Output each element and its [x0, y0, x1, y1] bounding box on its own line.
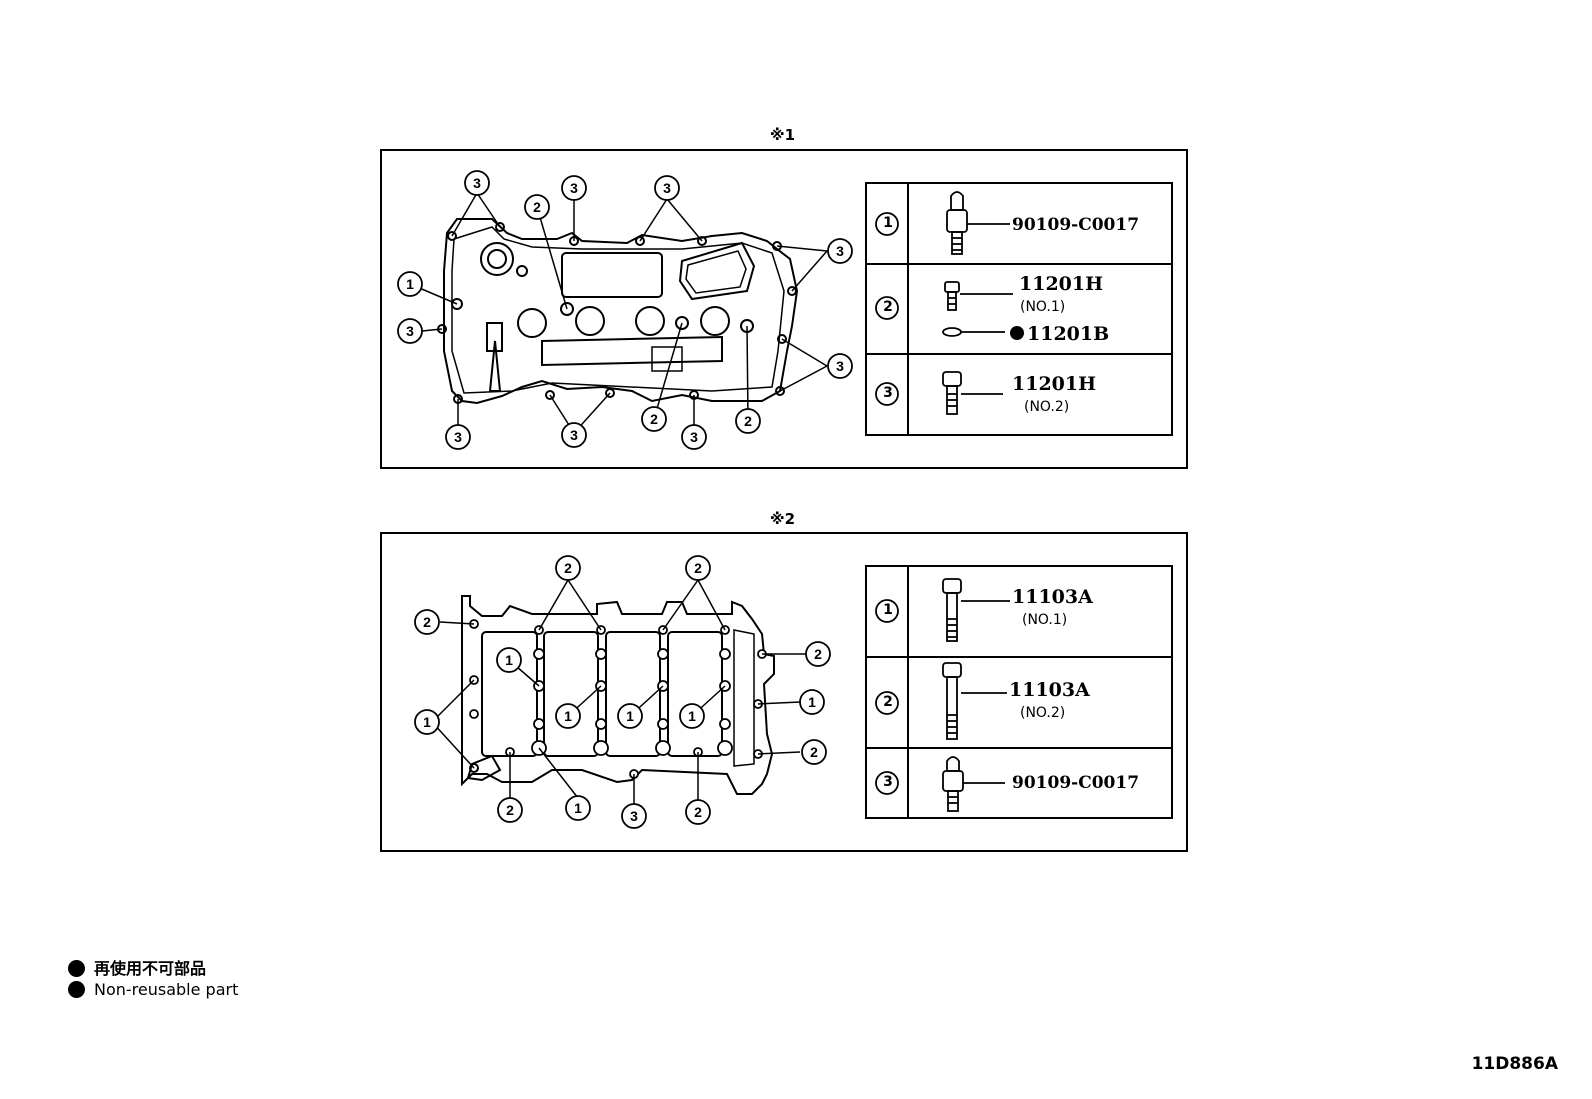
svg-text:1: 1	[406, 276, 414, 292]
svg-text:1: 1	[574, 800, 582, 816]
svg-text:3: 3	[570, 427, 578, 443]
svg-text:3: 3	[836, 358, 844, 374]
svg-text:2: 2	[814, 646, 822, 662]
svg-text:2: 2	[423, 614, 431, 630]
diagram-2-panel: 2 2 2 2 1 1 1 1 1 1 2 2 1 3 2	[380, 532, 1188, 852]
svg-text:1: 1	[423, 714, 431, 730]
svg-text:3: 3	[630, 808, 638, 824]
table1-row2-sub: (NO.1)	[1020, 299, 1066, 315]
table1-row3-num: 3	[883, 385, 893, 401]
parts-table-1	[865, 182, 1173, 436]
table1-row2-num: 2	[883, 299, 893, 315]
cylinder-head-gasket-drawing: 3 3 3 2 3 1 3 3 2 2 3 3 3	[397, 170, 853, 450]
table2-row2-num: 2	[883, 694, 893, 710]
diagram-2-marker: ※2	[770, 510, 796, 528]
svg-text:2: 2	[650, 411, 658, 427]
svg-text:3: 3	[570, 180, 578, 196]
table2-row3-num: 3	[883, 774, 893, 790]
svg-text:3: 3	[663, 180, 671, 196]
svg-text:2: 2	[694, 560, 702, 576]
legend-english: Non-reusable part	[68, 980, 238, 999]
svg-text:2: 2	[506, 802, 514, 818]
non-reusable-dot-icon	[68, 981, 85, 998]
legend-japanese-text: 再使用不可部品	[94, 959, 207, 978]
svg-text:2: 2	[810, 744, 818, 760]
table2-row2-sub: (NO.2)	[1020, 705, 1066, 721]
svg-text:1: 1	[626, 708, 634, 724]
table1-row1-num: 1	[883, 215, 893, 231]
svg-text:2: 2	[533, 199, 541, 215]
svg-text:3: 3	[454, 429, 462, 445]
svg-text:2: 2	[744, 413, 752, 429]
svg-text:2: 2	[694, 804, 702, 820]
table2-row3-part: 90109-C0017	[1012, 773, 1140, 793]
table2-row1-part: 11103A	[1012, 586, 1093, 608]
svg-text:3: 3	[690, 429, 698, 445]
table2-row2-part: 11103A	[1009, 679, 1090, 701]
svg-text:3: 3	[406, 323, 414, 339]
table1-row3-sub: (NO.2)	[1024, 399, 1070, 415]
table2-row1-sub: (NO.1)	[1022, 612, 1068, 628]
svg-text:1: 1	[688, 708, 696, 724]
table2-row1-num: 1	[883, 602, 893, 618]
table1-row2-part: 11201H	[1019, 273, 1104, 295]
diagram-1-panel: 3 3 3 2 3 1 3 3 2 2 3 3 3	[380, 149, 1188, 469]
table1-row3-part: 11201H	[1012, 373, 1097, 395]
table1-row1-part: 90109-C0017	[1012, 215, 1140, 235]
svg-text:1: 1	[505, 652, 513, 668]
table1-row2-extra: 11201B	[1027, 323, 1110, 345]
svg-text:2: 2	[564, 560, 572, 576]
svg-text:3: 3	[473, 175, 481, 191]
non-reusable-dot-icon	[68, 960, 85, 977]
diagram-1-marker: ※1	[770, 126, 796, 144]
legend-japanese: 再使用不可部品	[68, 955, 206, 979]
svg-text:1: 1	[808, 694, 816, 710]
svg-text:1: 1	[564, 708, 572, 724]
parts-table-2	[865, 565, 1173, 819]
legend-english-text: Non-reusable part	[94, 980, 239, 999]
cylinder-block-drawing: 2 2 2 2 1 1 1 1 1 1 2 2 1 3 2	[414, 555, 831, 829]
svg-text:3: 3	[836, 243, 844, 259]
figure-code: 11D886A	[1471, 1054, 1558, 1074]
